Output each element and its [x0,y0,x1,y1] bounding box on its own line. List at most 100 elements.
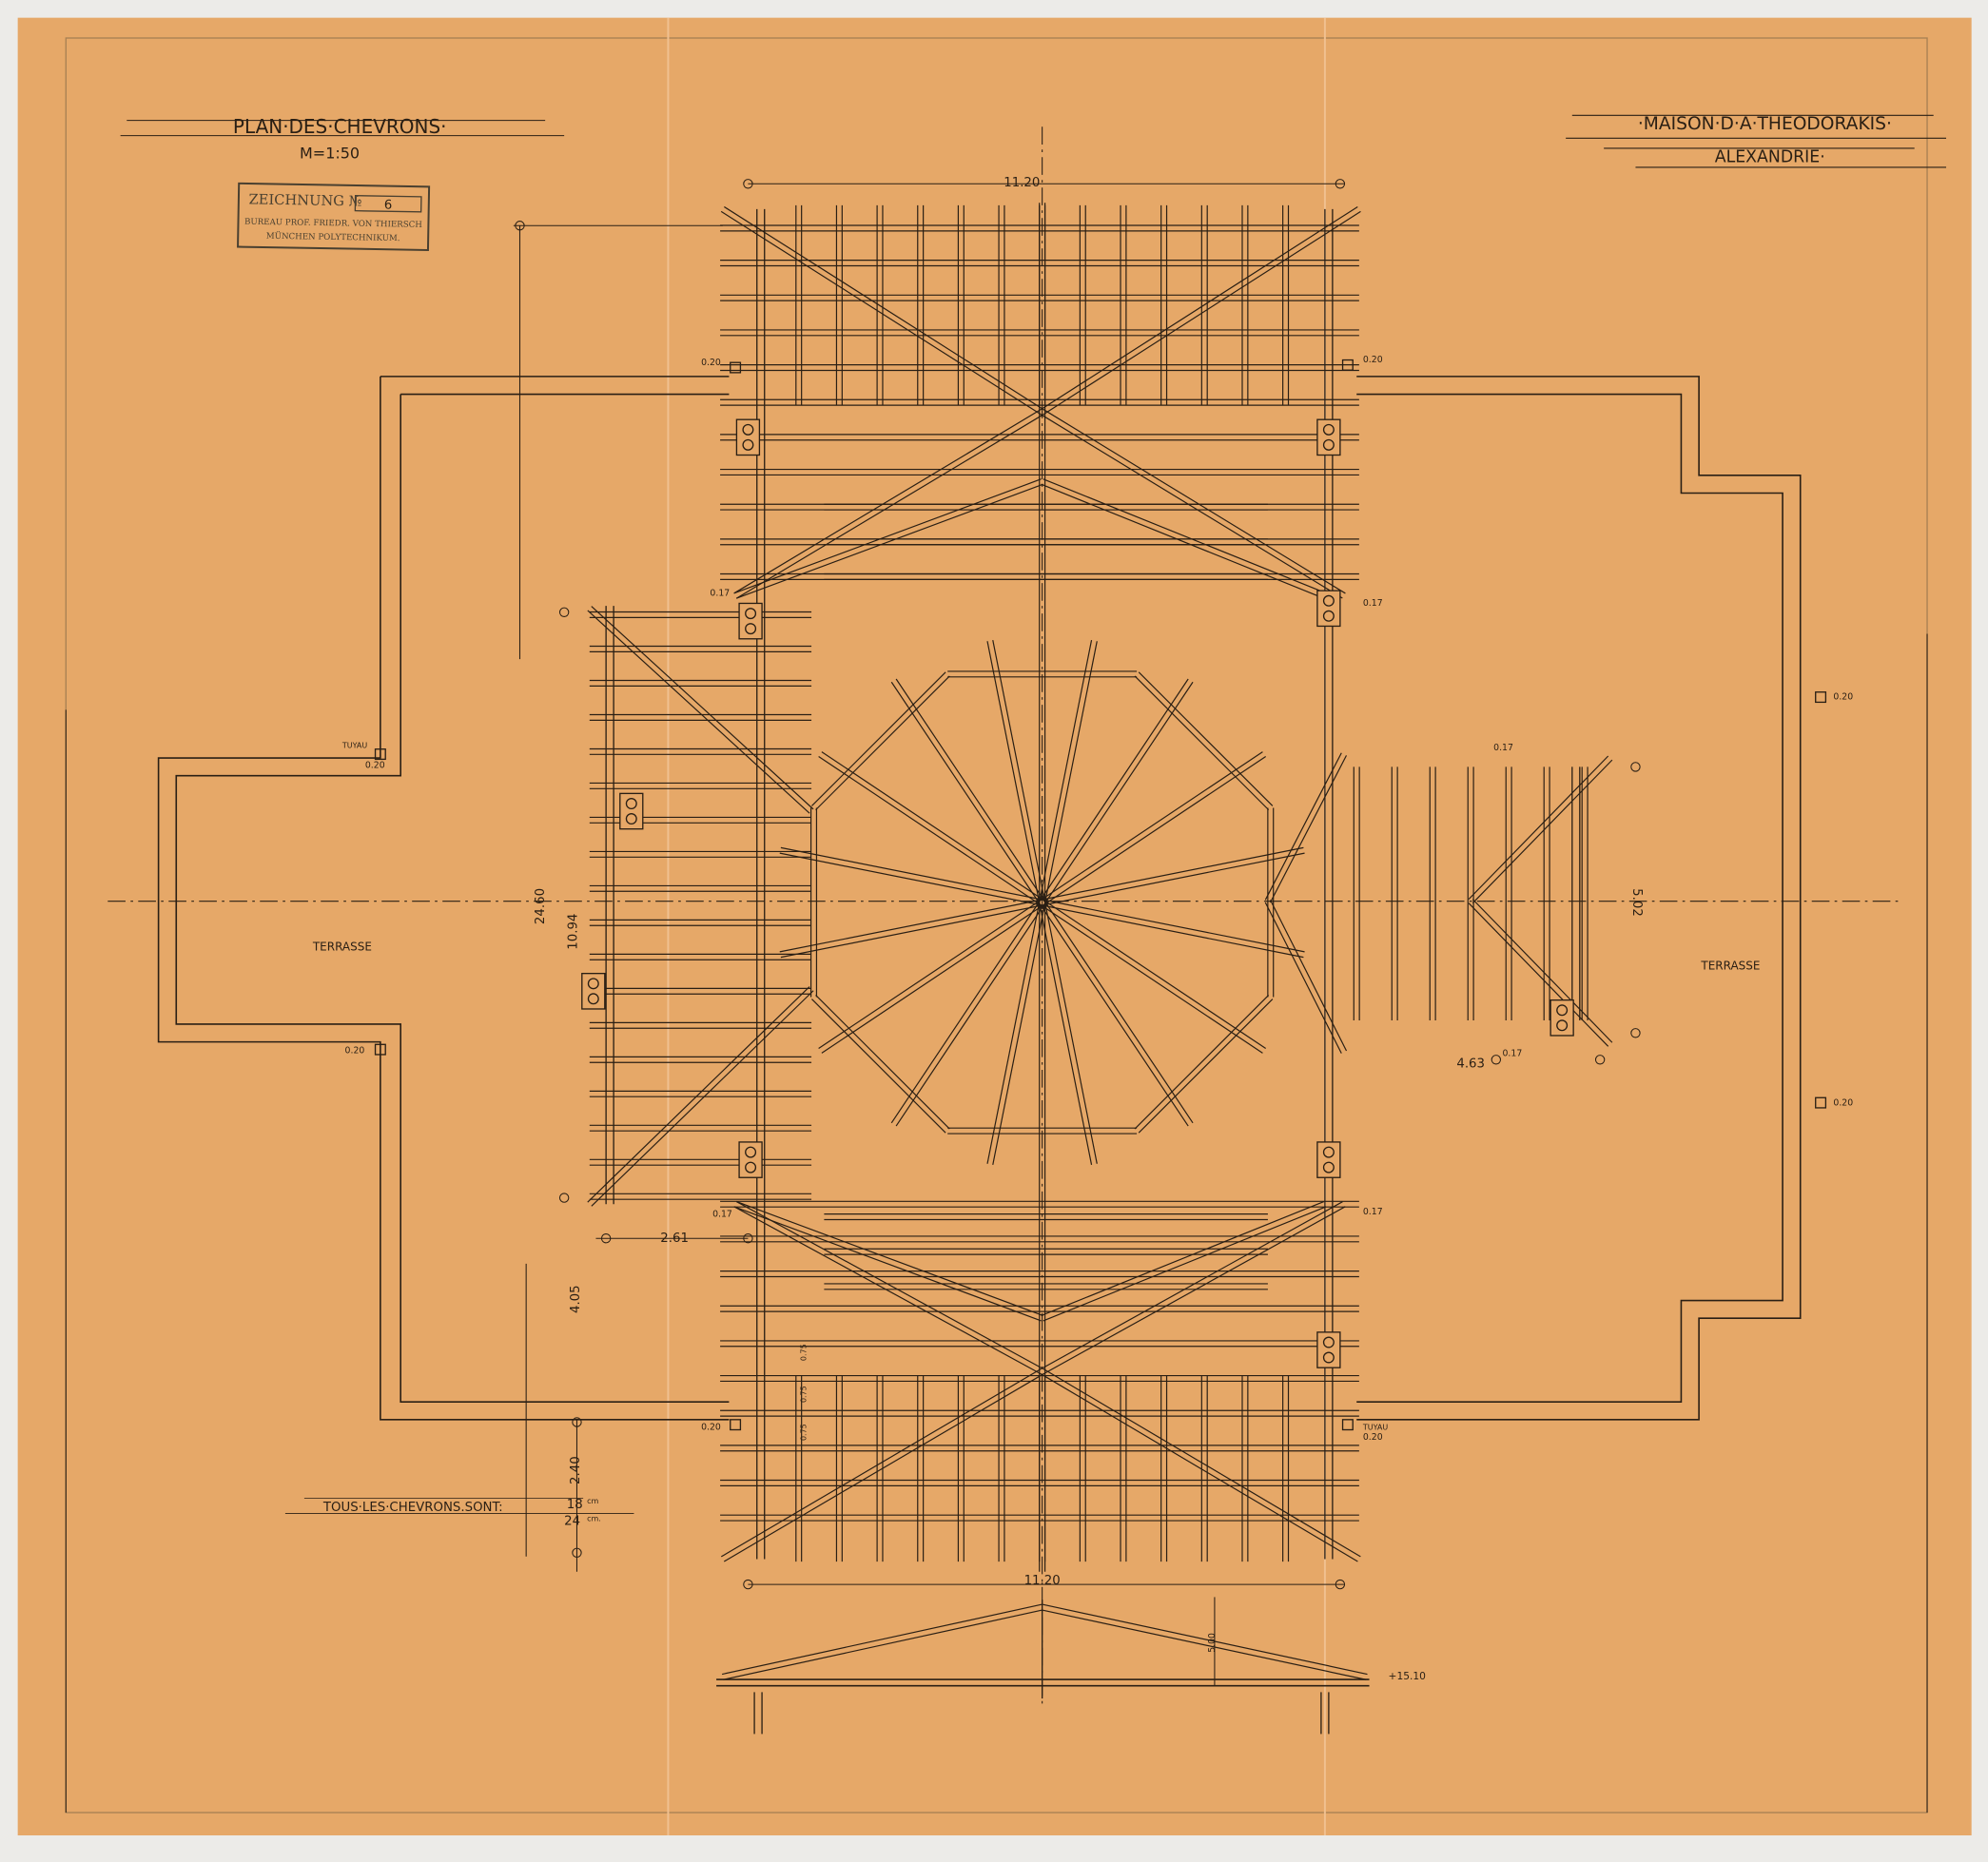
dimension-node [600,1233,612,1244]
radial-rafter [1043,852,1305,906]
dimension-node [1335,1579,1346,1590]
drawing-number: 6 [384,199,393,213]
truss [735,483,1043,599]
dim-center-length: 10.94 [566,914,580,950]
terrace-label: TERRASSE [1700,960,1760,973]
dim-spacing: 0.75 [800,1424,809,1441]
truss [1043,478,1327,594]
dimension-node [743,1233,753,1244]
downpipe-icon [1341,1419,1354,1431]
wing-hip [1468,902,1609,1047]
stamp-line: MÜNCHEN POLYTECHNIKUM. [266,230,400,243]
project-title: ·MAISON·D·A·THEODORAKIS· [1638,114,1892,134]
wing-hip [1269,755,1348,903]
pipe-icon [587,993,599,1005]
wing-hip [591,990,814,1207]
scale-label: M=1:50 [300,145,360,163]
truss [735,1200,1043,1317]
wing-hip [1264,752,1342,901]
radial-rafter [1040,751,1263,902]
radial-rafter [1043,681,1194,904]
pipe-icon [742,423,754,436]
radial-rafter [1039,640,1093,902]
pipe-size-label: 0.20 [1833,1097,1853,1108]
building-outline [65,126,1928,1814]
pipe-size-label: 0.17 [1363,1207,1383,1217]
radial-rafter [1039,903,1189,1127]
hip-rafter [720,1368,1042,1558]
downpipe-icon [1341,359,1354,371]
dimension-node [1630,762,1641,772]
radial-rafter [779,852,1043,906]
pipe-icon [587,978,599,990]
pipe-block [1549,999,1574,1037]
hip-rafter [720,210,1042,416]
hip-rafter [1043,1206,1346,1375]
downpipe-icon [730,361,742,374]
pipe-icon [1322,610,1335,622]
downpipe-icon [1815,1096,1827,1109]
pipe-icon [745,608,757,620]
pipe-icon [1556,1004,1569,1017]
dim-spacing: 0.75 [800,1344,809,1361]
rafter-note: TOUS·LES·CHEVRONS.SONT: [322,1501,503,1515]
hip-rafter [1043,409,1346,594]
office-stamp: ZEICHNUNG № 6 BUREAU PROF. FRIEDR. VON T… [237,182,431,252]
dimension-node [1335,179,1346,189]
pipe-block [581,972,606,1010]
radial-rafter [1043,755,1267,905]
pipe-size-label: 0.20 [365,761,385,771]
radial-rafter [780,904,1043,959]
radial-rafter [895,903,1045,1127]
pipe-block [1316,1331,1341,1368]
dim-end-length: 2.40 [569,1456,583,1484]
pipe-size-label: 0.17 [1493,743,1513,753]
hip-rafter [736,1201,1044,1370]
wing-hip [1472,759,1613,904]
section-rafter [1041,1609,1367,1680]
radial-rafter [1043,900,1267,1050]
section-rafter [1043,1603,1368,1676]
octagon-plate [1134,675,1270,811]
octagon-plate [1138,671,1274,806]
terrace-label: TERRASSE [312,941,372,954]
truss [733,1206,1042,1322]
downpipe-icon [374,748,386,761]
dim-section-height: 5.00 [1207,1633,1218,1653]
dim-top-width: 11.20 [1004,176,1040,190]
truss [733,478,1042,594]
radial-rafter [1040,903,1263,1054]
wing-hip [1264,902,1342,1054]
pipe-size-label: 0.20 [701,1422,721,1432]
wing-hip [587,986,810,1203]
pipe-size-label: 0.17 [712,1210,732,1220]
radial-rafter [992,640,1046,902]
unit: cm [587,1497,598,1505]
radial-rafter [1043,641,1098,903]
hip-rafter [1043,210,1361,416]
truss [1043,1206,1327,1322]
dim-spacing: 0.75 [800,1386,809,1403]
pipe-label: TUYAU [1362,1423,1388,1431]
octagon-plate [1134,994,1270,1130]
truss [1041,1200,1325,1317]
octagon-plate [811,671,946,806]
radial-rafter [780,846,1043,901]
pipe-label: TUYAU [341,741,367,749]
dimension-node [743,1579,753,1590]
section-rafter [723,1609,1043,1680]
paper [17,17,1972,1836]
pipe-icon [1556,1019,1569,1032]
hip-rafter [1040,1373,1358,1562]
pipe-block [735,418,761,456]
radial-rafter [1039,902,1093,1166]
radial-rafter [821,751,1044,902]
pipe-icon [745,1161,757,1173]
pipe-icon [1322,1351,1335,1364]
dimension-node [1491,1055,1502,1065]
radial-rafter [779,899,1043,953]
octagon-plate [811,999,946,1134]
radial-rafter [1041,846,1304,901]
radial-rafter [1043,901,1194,1124]
